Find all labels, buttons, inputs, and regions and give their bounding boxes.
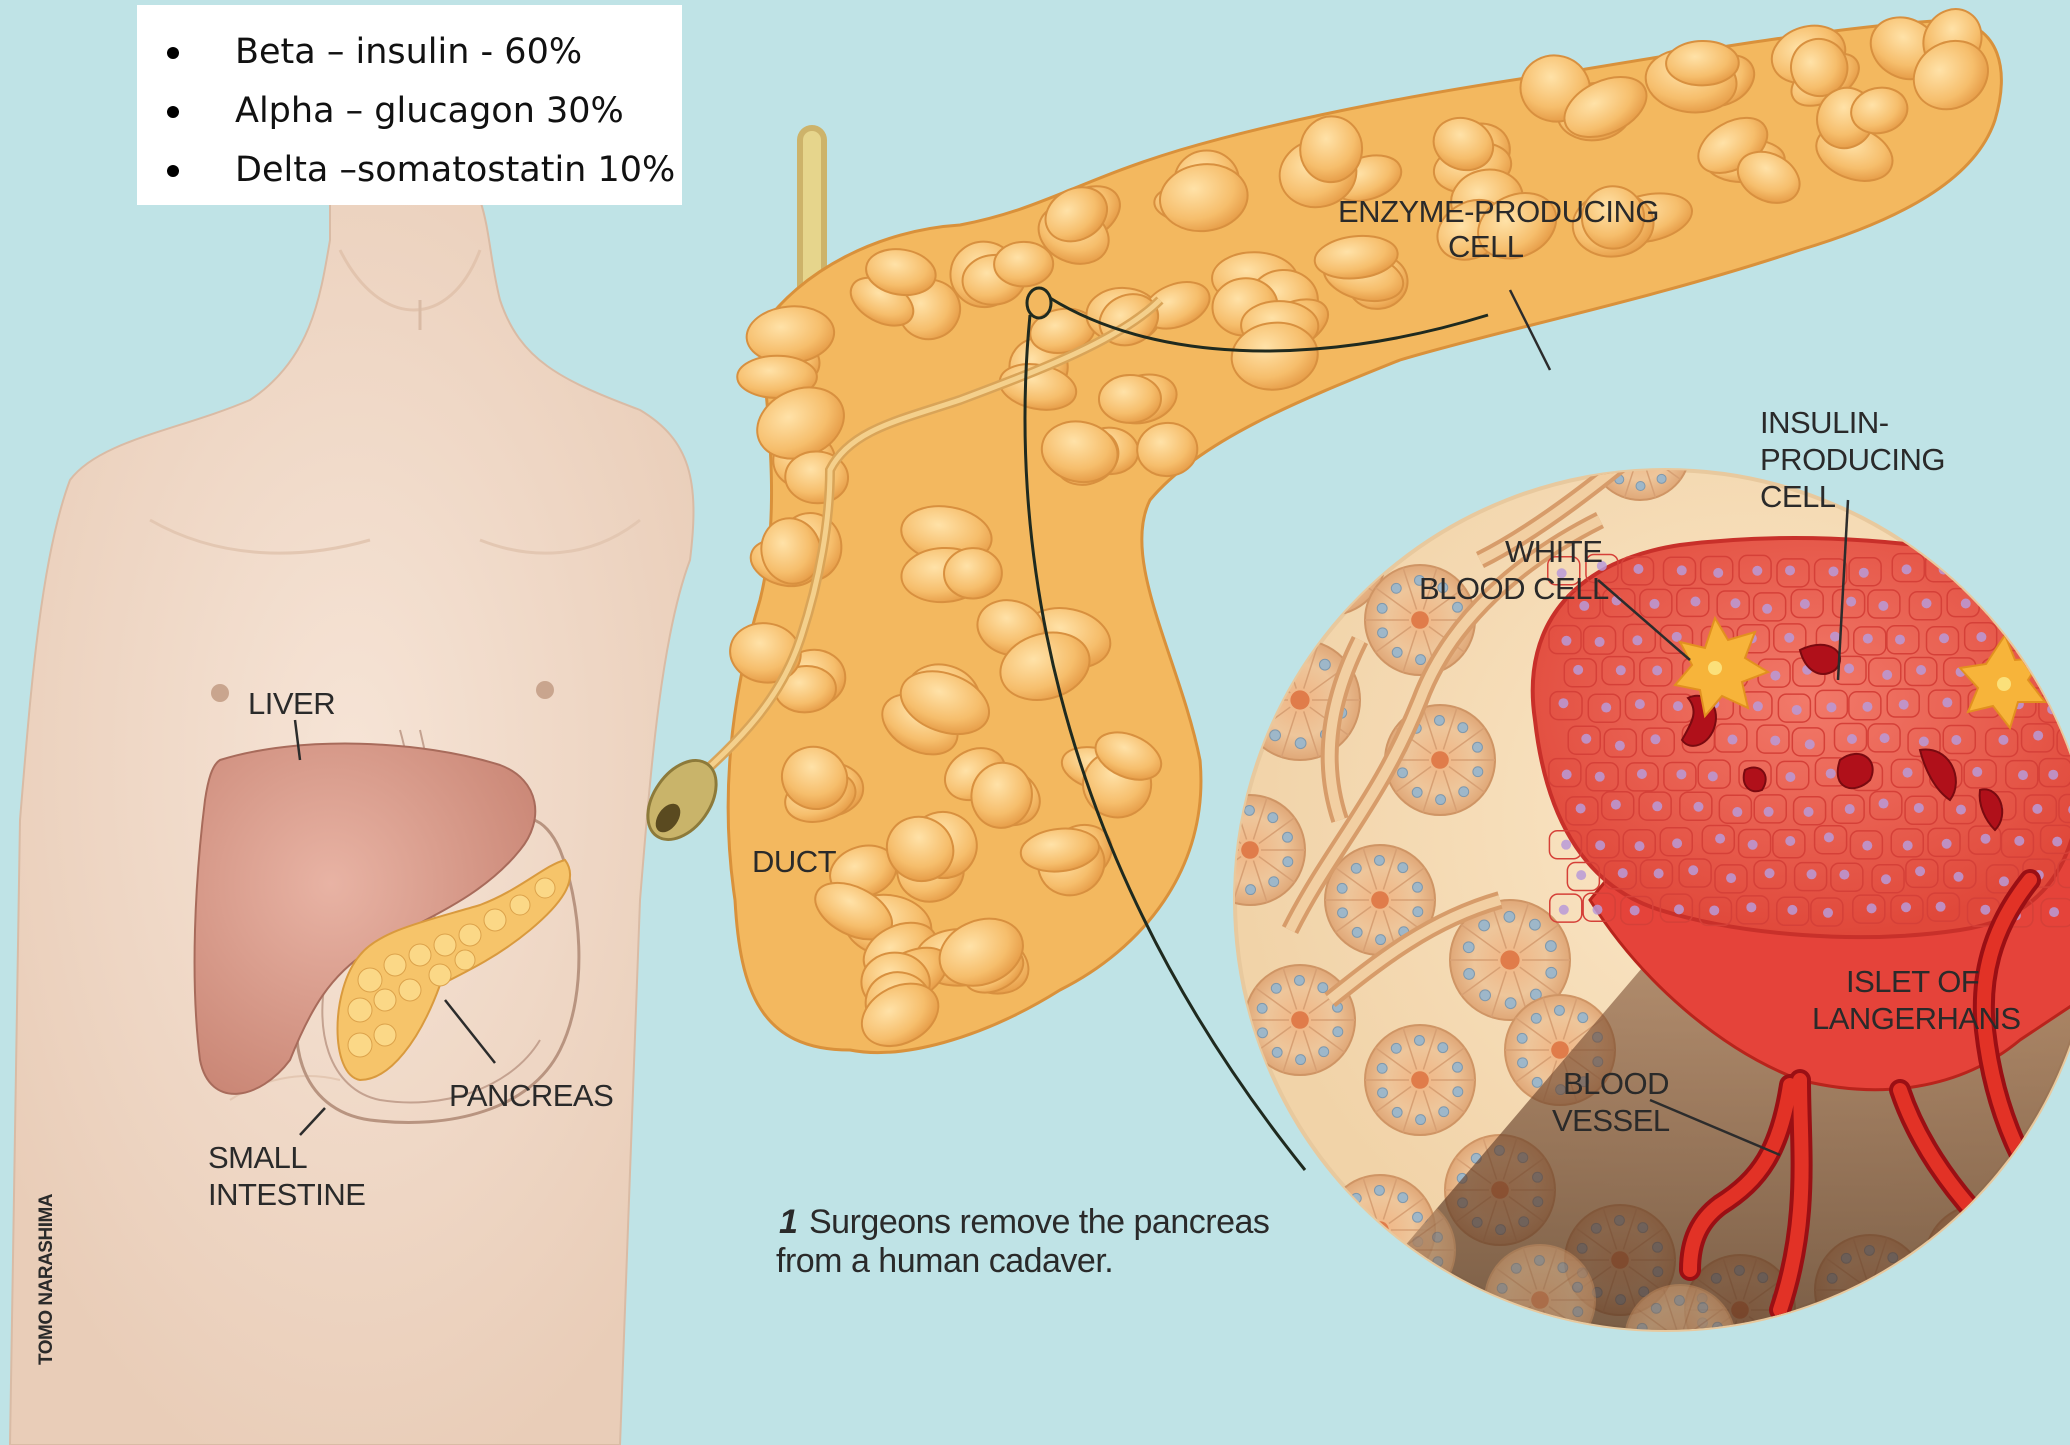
hormone-list: Beta – insulin - 60% Alpha – glucagon 30…: [137, 5, 682, 200]
legend-item-delta: Delta –somatostatin 10%: [167, 141, 682, 200]
label-wbc-1: WHITE: [1505, 534, 1602, 569]
label-insulin-2: PRODUCING: [1760, 442, 1945, 477]
label-insulin-1: INSULIN-: [1760, 405, 1889, 440]
acinus: [1935, 325, 2045, 435]
label-small-intestine-2: INTESTINE: [208, 1177, 365, 1212]
magnified-view: [1195, 245, 2070, 1445]
label-insulin-3: CELL: [1760, 479, 1836, 514]
label-islet-1: ISLET OF: [1846, 964, 1979, 999]
acinus: [1365, 1025, 1475, 1135]
acinus: [1625, 1285, 1735, 1395]
acinus: [1775, 1305, 1885, 1415]
label-duct: DUCT: [752, 844, 837, 879]
caption-line-1: Surgeons remove the pancreas: [809, 1203, 1269, 1241]
pancreas-lobule: [1666, 40, 1739, 86]
label-small-intestine-1: SMALL: [208, 1140, 307, 1175]
pancreas-lobule: [1099, 375, 1162, 424]
label-pancreas: PANCREAS: [449, 1078, 613, 1113]
legend-item-alpha: Alpha – glucagon 30%: [167, 82, 682, 141]
acinus: [1485, 1245, 1595, 1355]
label-vessel-2: VESSEL: [1552, 1103, 1670, 1138]
label-islet-2: LANGERHANS: [1812, 1001, 2021, 1036]
label-vessel-1: BLOOD: [1563, 1066, 1669, 1101]
legend-item-beta: Beta – insulin - 60%: [167, 23, 682, 82]
hormone-legend: Beta – insulin - 60% Alpha – glucagon 30…: [137, 5, 682, 205]
acinus: [1195, 795, 1305, 905]
label-enzyme-1: ENZYME-PRODUCING: [1338, 194, 1659, 229]
label-enzyme-2: CELL: [1448, 229, 1524, 264]
acinus: [1390, 390, 1510, 510]
caption-number: 1: [779, 1203, 797, 1241]
acinus: [1245, 965, 1355, 1075]
pancreas-lobule: [994, 241, 1054, 287]
label-liver: LIVER: [248, 686, 335, 721]
pancreas-lobule: [943, 547, 1003, 599]
artist-credit: TOMO NARASHIMA: [36, 1193, 57, 1365]
label-wbc-2: BLOOD CELL: [1419, 571, 1609, 606]
acinus: [1855, 275, 1965, 385]
caption-line-2: from a human cadaver.: [776, 1242, 1113, 1280]
